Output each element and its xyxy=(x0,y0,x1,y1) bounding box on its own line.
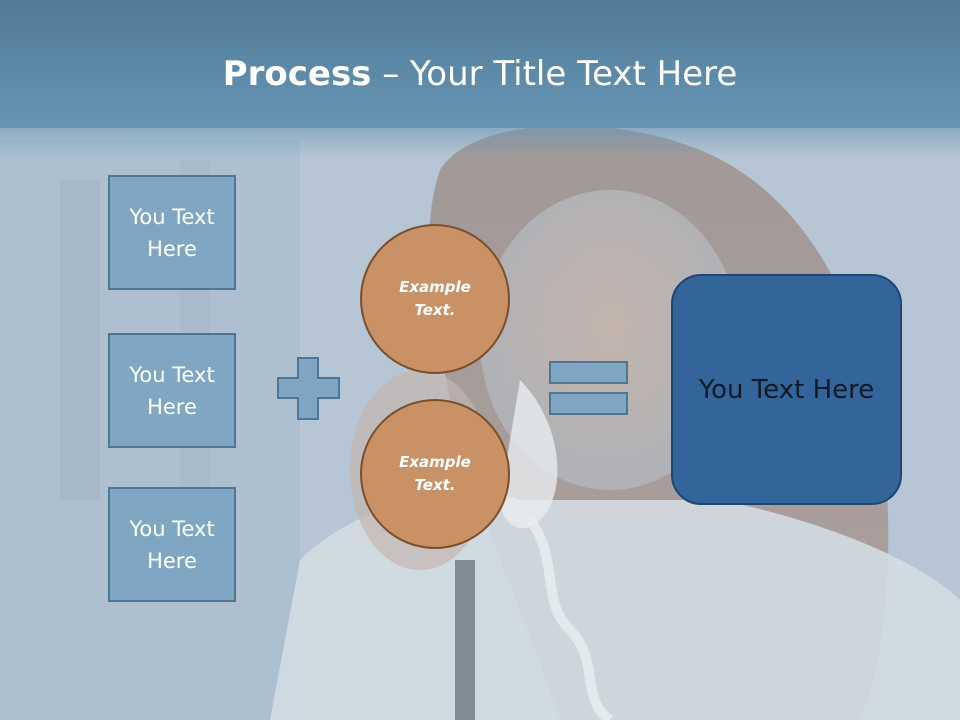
equals-icon xyxy=(549,361,628,415)
plus-icon xyxy=(277,357,340,420)
text-box-1[interactable]: You Text Here xyxy=(108,175,236,290)
text-box-label: You Text Here xyxy=(129,516,215,573)
text-box-3[interactable]: You Text Here xyxy=(108,487,236,602)
title-bold: Process xyxy=(222,54,372,94)
text-box-2[interactable]: You Text Here xyxy=(108,333,236,448)
result-label: You Text Here xyxy=(698,374,875,405)
example-circle-2[interactable]: Example Text. xyxy=(360,399,510,549)
circle-label: Example Text. xyxy=(399,453,471,494)
title-rest: – Your Title Text Here xyxy=(371,54,738,94)
text-box-label: You Text Here xyxy=(129,362,215,419)
result-box[interactable]: You Text Here xyxy=(671,274,902,505)
page-title: Process – Your Title Text Here xyxy=(0,52,960,96)
title-bar xyxy=(0,0,960,128)
example-circle-1[interactable]: Example Text. xyxy=(360,224,510,374)
circle-label: Example Text. xyxy=(399,278,471,319)
text-box-label: You Text Here xyxy=(129,204,215,261)
title-bar-fade xyxy=(0,128,960,158)
